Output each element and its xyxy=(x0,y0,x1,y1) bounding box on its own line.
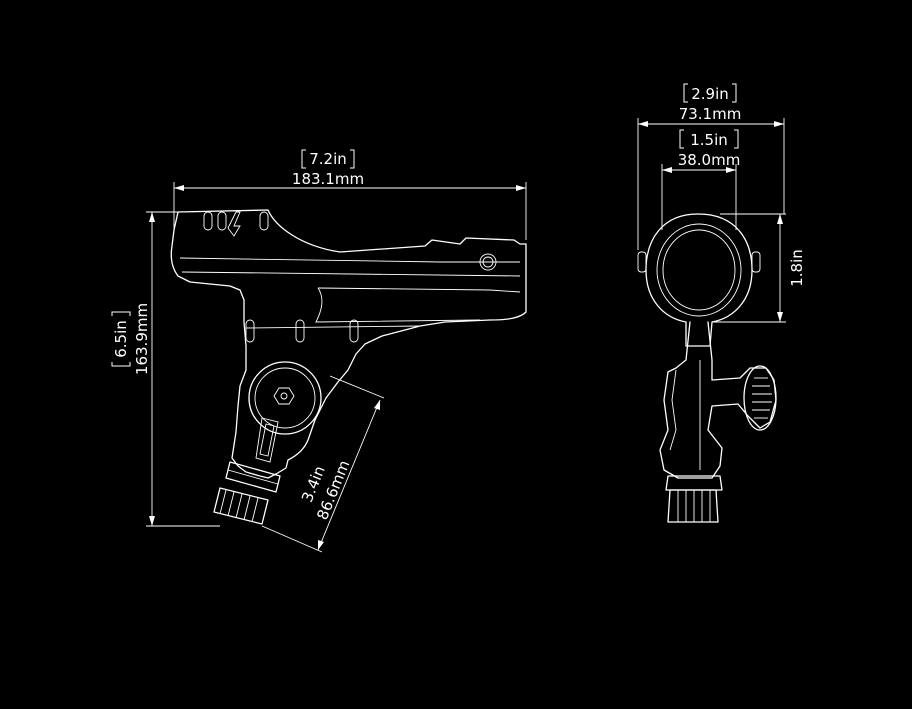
side-inner-lower xyxy=(317,287,521,293)
bottom-slot-2 xyxy=(295,319,305,343)
side-view xyxy=(170,209,527,525)
dim-side-width: 7.2in 183.1mm xyxy=(173,149,527,240)
thread-line-1 xyxy=(219,489,227,515)
front-inner-in: 1.5in xyxy=(690,131,728,149)
side-body-outline xyxy=(170,209,527,479)
front-outer-in: 2.9in xyxy=(691,85,729,103)
front-thread xyxy=(667,489,719,523)
front-ring-outer xyxy=(645,213,753,347)
side-hole-inner xyxy=(482,256,494,268)
front-height-in: 1.8in xyxy=(788,249,806,287)
thread-line-4 xyxy=(243,495,251,521)
side-width-in: 7.2in xyxy=(309,150,347,168)
arm-slot xyxy=(255,417,279,463)
knuckle-outer xyxy=(248,361,322,435)
thread-base xyxy=(213,487,269,525)
front-outer-mm: 73.1mm xyxy=(679,105,742,123)
front-collar xyxy=(665,475,723,491)
knuckle-inner xyxy=(254,367,316,429)
top-slot-3 xyxy=(259,211,269,231)
top-slot-1 xyxy=(203,211,213,231)
stem-inner-left xyxy=(669,369,677,451)
dim-mount-length: 3.4in 86.6mm xyxy=(261,375,385,553)
dim-front-inner-width: 1.5in 38.0mm xyxy=(661,129,741,230)
front-view xyxy=(637,213,777,523)
thread-line-2 xyxy=(227,491,235,517)
side-width-mm: 183.1mm xyxy=(292,170,364,188)
thread-line-5 xyxy=(251,497,259,523)
side-inner-top xyxy=(179,257,520,263)
bottom-slot-1 xyxy=(245,319,255,343)
knob-outer xyxy=(743,365,777,431)
dim-front-outer-width: 2.9in 73.1mm xyxy=(637,83,785,250)
front-stem xyxy=(659,321,777,479)
thread-line-3 xyxy=(235,493,243,519)
side-inner-lip xyxy=(315,287,481,323)
lower-rail xyxy=(245,325,421,329)
front-ring-inner xyxy=(656,223,742,317)
knuckle-bolt xyxy=(273,387,295,405)
knuckle-bolt-center xyxy=(280,392,288,400)
ring-pin-left xyxy=(637,251,647,273)
logo-mark xyxy=(227,211,241,237)
bottom-slot-3 xyxy=(349,319,359,343)
side-height-in: 6.5in xyxy=(112,320,130,358)
collar-band xyxy=(227,469,279,485)
side-hole xyxy=(479,253,497,271)
side-inner-mid xyxy=(181,271,521,277)
dim-front-height: 1.8in xyxy=(712,213,806,323)
front-ring-bore xyxy=(662,229,736,311)
dim-side-height: 6.5in 163.9mm xyxy=(111,211,220,527)
top-slot-2 xyxy=(217,211,227,231)
ring-pin-right xyxy=(751,251,761,273)
side-height-mm: 163.9mm xyxy=(133,303,151,375)
collar xyxy=(225,461,281,493)
arm-slot-inner xyxy=(259,423,275,457)
front-inner-mm: 38.0mm xyxy=(678,151,741,169)
